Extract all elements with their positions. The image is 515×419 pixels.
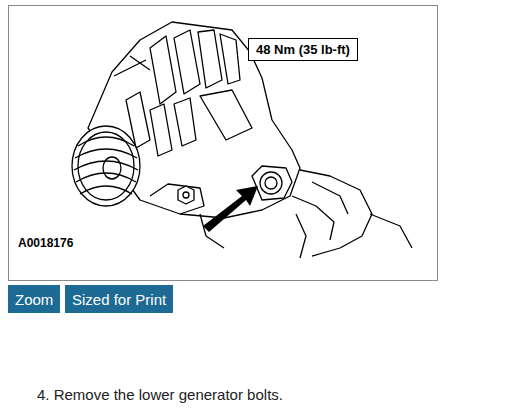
figure-frame bbox=[9, 6, 438, 281]
pointer-arrow bbox=[203, 186, 258, 232]
zoom-button: Zoom bbox=[8, 285, 60, 313]
torque-spec-box: 48 Nm (35 lb-ft) bbox=[248, 38, 358, 61]
button-label: Sized for Print bbox=[72, 291, 166, 308]
step-text: 4. Remove the lower generator bolts. bbox=[37, 386, 283, 403]
generator-drawing bbox=[72, 22, 412, 258]
button-label: Zoom bbox=[15, 291, 53, 308]
figure-number: A0018176 bbox=[18, 236, 73, 250]
print-button: Sized for Print bbox=[65, 285, 173, 313]
torque-value: 48 Nm (35 lb-ft) bbox=[256, 42, 350, 57]
